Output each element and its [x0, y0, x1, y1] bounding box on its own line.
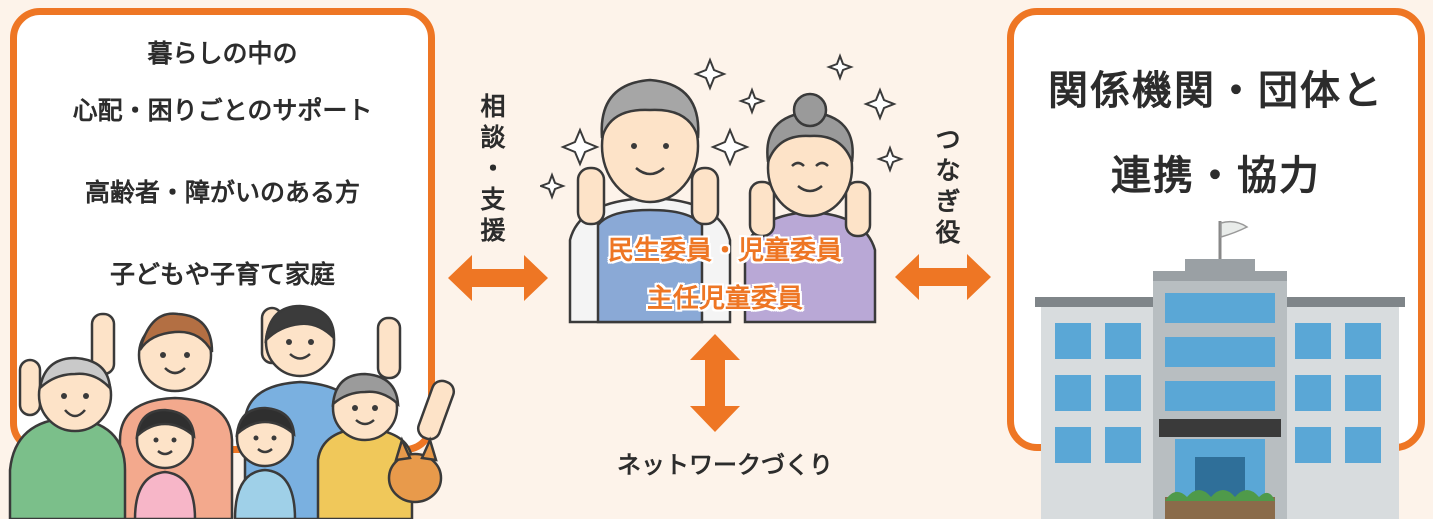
sparkle-icon — [710, 127, 750, 167]
connector-label: つ な ぎ 役 — [935, 125, 961, 247]
building-illustration — [1035, 220, 1405, 519]
vertical-double-arrow-icon — [690, 334, 740, 432]
sparkle-icon — [738, 87, 766, 115]
sparkle-icon — [560, 127, 600, 167]
volunteers-illustration — [540, 53, 904, 324]
left-line-2: 心配・困りごとのサポート — [72, 96, 373, 125]
sparkle-icon — [876, 145, 904, 173]
left-line-1: 暮らしの中の — [147, 39, 298, 68]
sparkle-icon — [540, 172, 566, 200]
double-arrow-icon — [895, 254, 991, 300]
double-arrow-icon — [448, 255, 548, 301]
center-title-line-2: 主任児童委員 — [646, 284, 803, 314]
center-title-line-1: 民生委員・児童委員 — [607, 236, 842, 266]
sparkle-icon — [863, 87, 897, 121]
sparkle-icon — [693, 57, 727, 91]
right-line-2: 連携・協力 — [1111, 153, 1321, 199]
right-line-1: 関係機関・団体と — [1048, 68, 1384, 114]
consult-support-label: 相 談 ・ 支 援 — [480, 92, 506, 245]
sparkle-icon — [826, 53, 854, 81]
family-illustration — [8, 304, 456, 519]
left-line-4: 子どもや子育て家庭 — [109, 260, 335, 289]
left-line-3: 高齢者・障がいのある方 — [84, 178, 360, 207]
network-label: ネットワークづくり — [617, 451, 833, 479]
